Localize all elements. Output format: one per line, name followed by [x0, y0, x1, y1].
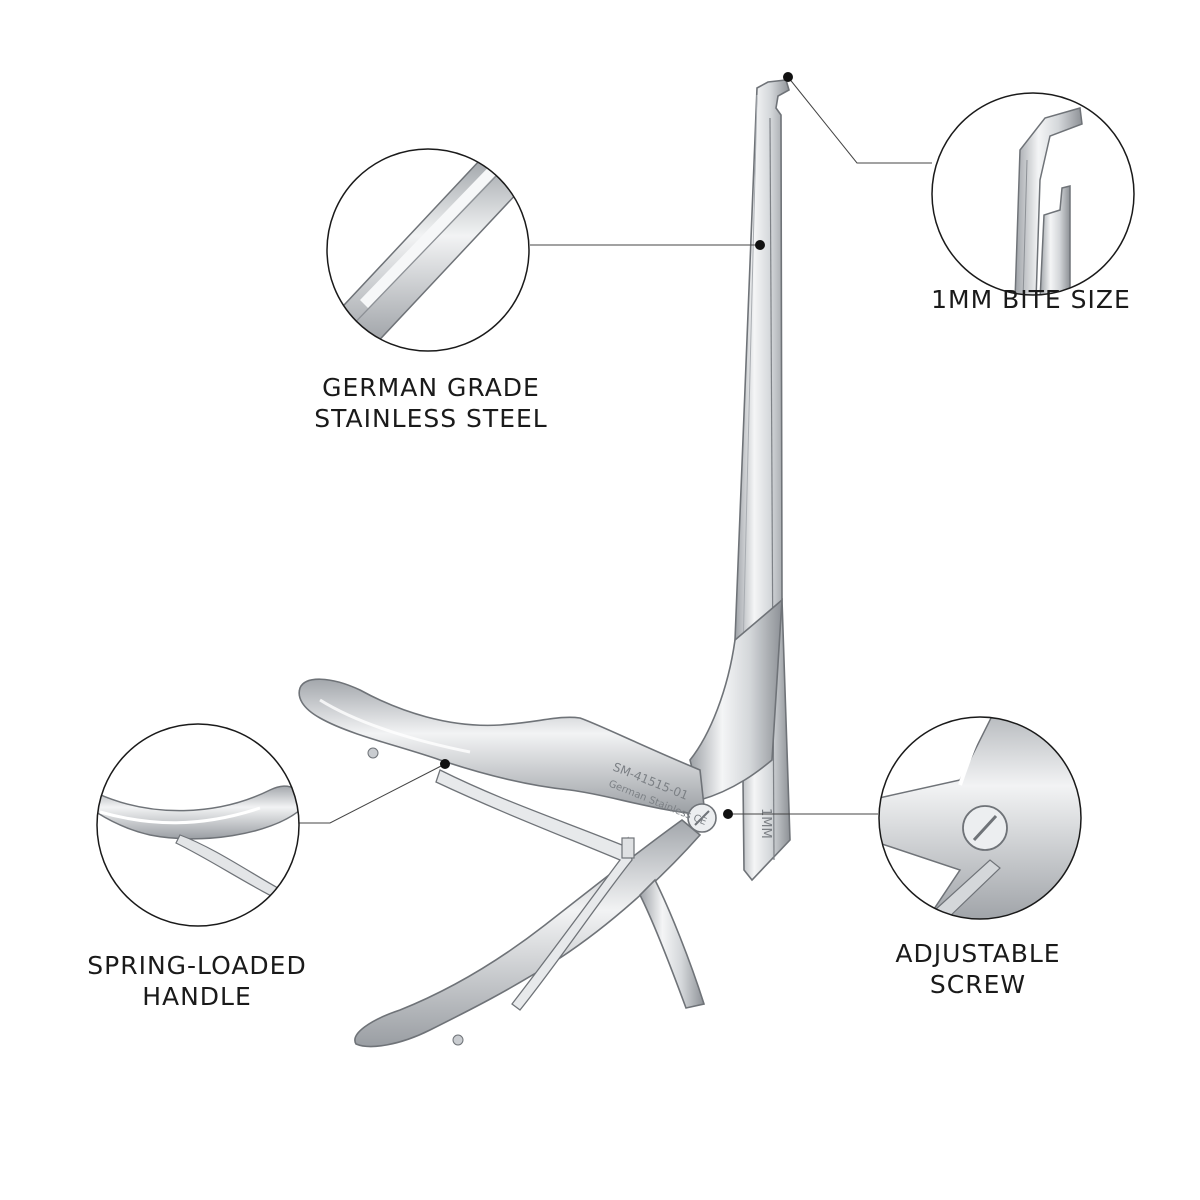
adjustable-screw-label: ADJUSTABLE SCREW [895, 938, 1060, 1000]
spring-handle-label-line-1: SPRING-LOADED [87, 951, 307, 980]
bite-size-label-line-1: 1MM BITE SIZE [931, 285, 1131, 314]
stainless-steel-label: GERMAN GRADE STAINLESS STEEL [314, 372, 547, 434]
callout-leaders [298, 76, 932, 824]
handle-spring [435, 769, 633, 1011]
zoom-circle-steel [326, 148, 530, 352]
spring-handle-label-line-2: HANDLE [142, 982, 252, 1011]
bite-tip-dot [783, 72, 793, 82]
stainless-steel-label-line-1: GERMAN GRADE [322, 373, 540, 402]
zoom-circle-spring [96, 723, 300, 927]
stainless-steel-label-line-2: STAINLESS STEEL [314, 404, 548, 433]
leader-spring [298, 763, 446, 824]
bite-size-label: 1MM BITE SIZE [931, 284, 1131, 315]
screw-dot [723, 809, 733, 819]
kerrison-rongeur: SM-41515-01 German Stainless CE 1MM [298, 79, 791, 1048]
lower-handle [354, 818, 702, 1048]
size-engraving: 1MM [758, 808, 773, 839]
finger-rest [639, 878, 706, 1009]
zoom-circle-screw [878, 716, 1082, 920]
spring-handle-label: SPRING-LOADED HANDLE [87, 950, 306, 1012]
leader-bite [787, 76, 932, 164]
spring-dot [440, 759, 450, 769]
zoom-circle-bite [931, 92, 1135, 296]
adjustable-screw-label-line-1: ADJUSTABLE [895, 939, 1061, 968]
upper-handle [298, 678, 706, 816]
adjustable-screw-label-line-2: SCREW [929, 970, 1027, 999]
shaft-dot [755, 240, 765, 250]
